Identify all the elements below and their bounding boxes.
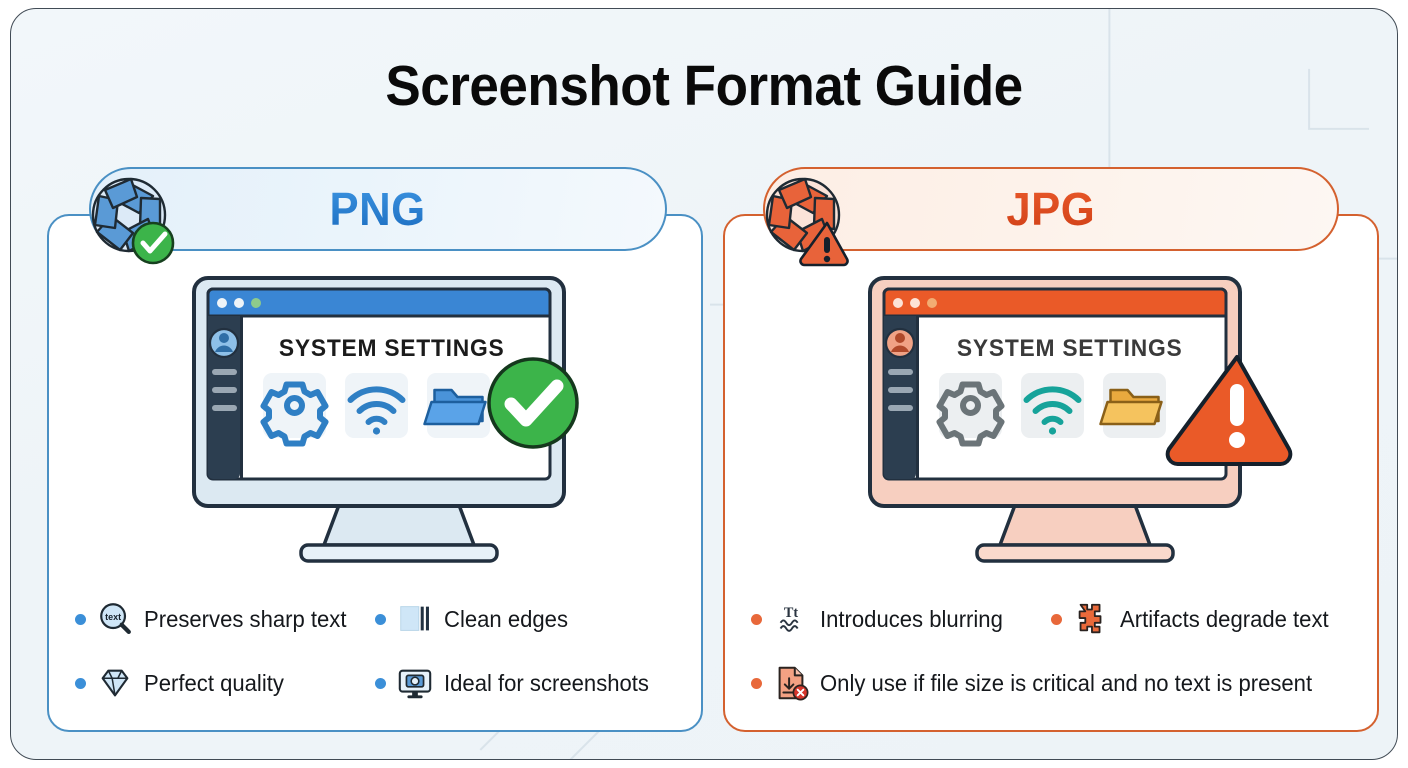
png-badge-label: PNG <box>329 183 427 235</box>
titlebar-dot-2 <box>910 298 920 308</box>
blurry-text-icon: Tt <box>771 599 811 639</box>
list-item-label: Perfect quality <box>144 669 284 696</box>
jpg-monitor-illustration: SYSTEM SETTINGS <box>865 273 1295 573</box>
list-item: Only use if file size is critical and no… <box>751 663 1333 703</box>
png-panel: SYSTEM SETTINGS text Preser <box>47 214 703 732</box>
user-avatar-icon <box>208 327 240 359</box>
magnifier-text-icon: text <box>95 599 135 639</box>
pixel-artifacts-icon <box>1071 599 1111 639</box>
bullet-dot <box>1051 613 1062 625</box>
monitor-camera-icon <box>395 663 435 703</box>
gear-icon <box>936 381 1005 447</box>
bullet-dot <box>751 677 762 689</box>
list-item-label: Introduces blurring <box>820 605 1003 632</box>
titlebar-dot-1 <box>893 298 903 308</box>
clean-edges-icon <box>395 599 435 639</box>
green-check-circle-icon <box>487 357 579 449</box>
jpg-panel: SYSTEM SETTINGS Tt Introduces blur <box>723 214 1379 732</box>
svg-text:text: text <box>105 612 121 622</box>
titlebar-dot-3 <box>927 298 937 308</box>
bullet-dot <box>375 677 386 689</box>
list-item: Clean edges <box>375 599 573 639</box>
png-monitor-illustration: SYSTEM SETTINGS <box>189 273 609 573</box>
folder-icon <box>1099 388 1163 426</box>
bullet-dot <box>375 613 386 625</box>
titlebar-dot-1 <box>217 298 227 308</box>
page-title: Screenshot Format Guide <box>385 54 1023 118</box>
wifi-icon <box>1023 386 1082 435</box>
list-item-label: Ideal for screenshots <box>444 669 649 696</box>
jpg-badge-label: JPG <box>1006 183 1096 235</box>
list-item-label: Artifacts degrade text <box>1120 605 1329 632</box>
titlebar-dot-2 <box>234 298 244 308</box>
file-download-error-icon <box>771 663 811 703</box>
diamond-icon <box>95 663 135 703</box>
list-item-label: Preserves sharp text <box>144 605 347 632</box>
check-circle-icon <box>131 221 175 265</box>
png-header-pill[interactable]: PNG <box>89 167 667 251</box>
png-screen-heading: SYSTEM SETTINGS <box>278 335 505 362</box>
list-item-label: Clean edges <box>444 605 568 632</box>
gear-icon <box>260 381 329 447</box>
png-benefits-list: text Preserves sharp text <box>75 587 685 715</box>
jpg-drawbacks-list: Tt Introduces blurring <box>751 587 1366 715</box>
list-item-label: Only use if file size is critical and no… <box>820 669 1313 696</box>
list-item: Artifacts degrade text <box>1051 599 1337 639</box>
wifi-icon <box>347 386 406 435</box>
list-item: Tt Introduces blurring <box>751 599 1051 639</box>
bullet-dot <box>75 613 86 625</box>
list-item: Perfect quality <box>75 663 375 703</box>
svg-text:Tt: Tt <box>784 605 799 621</box>
warning-triangle-icon <box>1165 355 1293 466</box>
list-item: Ideal for screenshots <box>375 663 658 703</box>
list-item: text Preserves sharp text <box>75 599 375 639</box>
outer-card: Screenshot Format Guide <box>10 8 1398 760</box>
png-aperture-badge <box>87 175 179 267</box>
jpg-aperture-badge <box>761 175 853 267</box>
jpg-screen-heading: SYSTEM SETTINGS <box>956 335 1183 362</box>
user-avatar-icon <box>884 327 916 359</box>
folder-icon <box>423 388 487 426</box>
bullet-dot <box>75 677 86 689</box>
bullet-dot <box>751 613 762 625</box>
titlebar-dot-3 <box>251 298 261 308</box>
